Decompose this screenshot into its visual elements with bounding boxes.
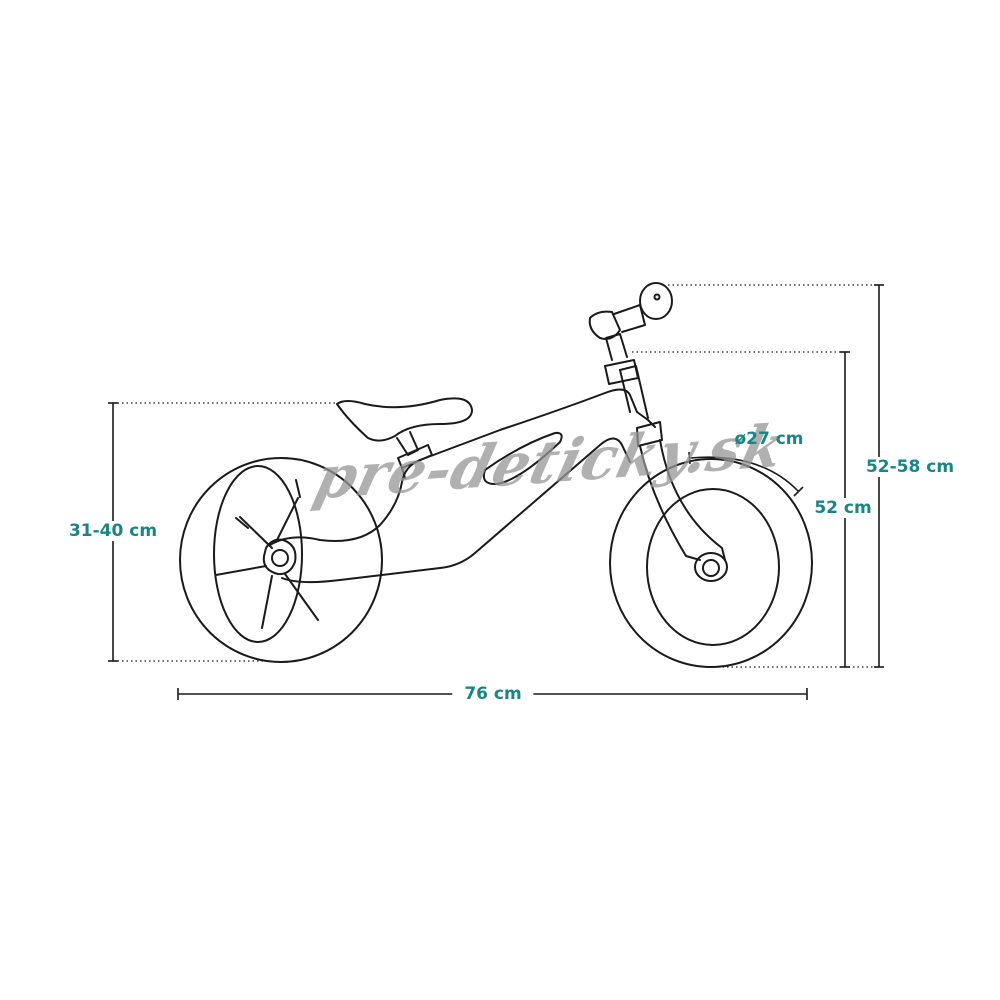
- front-wheel: [609, 458, 813, 668]
- guide-lines: [113, 284, 879, 668]
- bike-frame: [262, 282, 726, 584]
- wheel-diameter-label: ø27 cm: [734, 429, 804, 449]
- wheel-diameter-arc: [689, 456, 799, 492]
- handlebar-height-label: 52-58 cm: [859, 457, 961, 477]
- seat-height-label: 31-40 cm: [62, 521, 164, 541]
- frame-height-label: 52 cm: [808, 498, 878, 518]
- rear-wheel: [179, 457, 383, 663]
- length-label: 76 cm: [452, 684, 534, 704]
